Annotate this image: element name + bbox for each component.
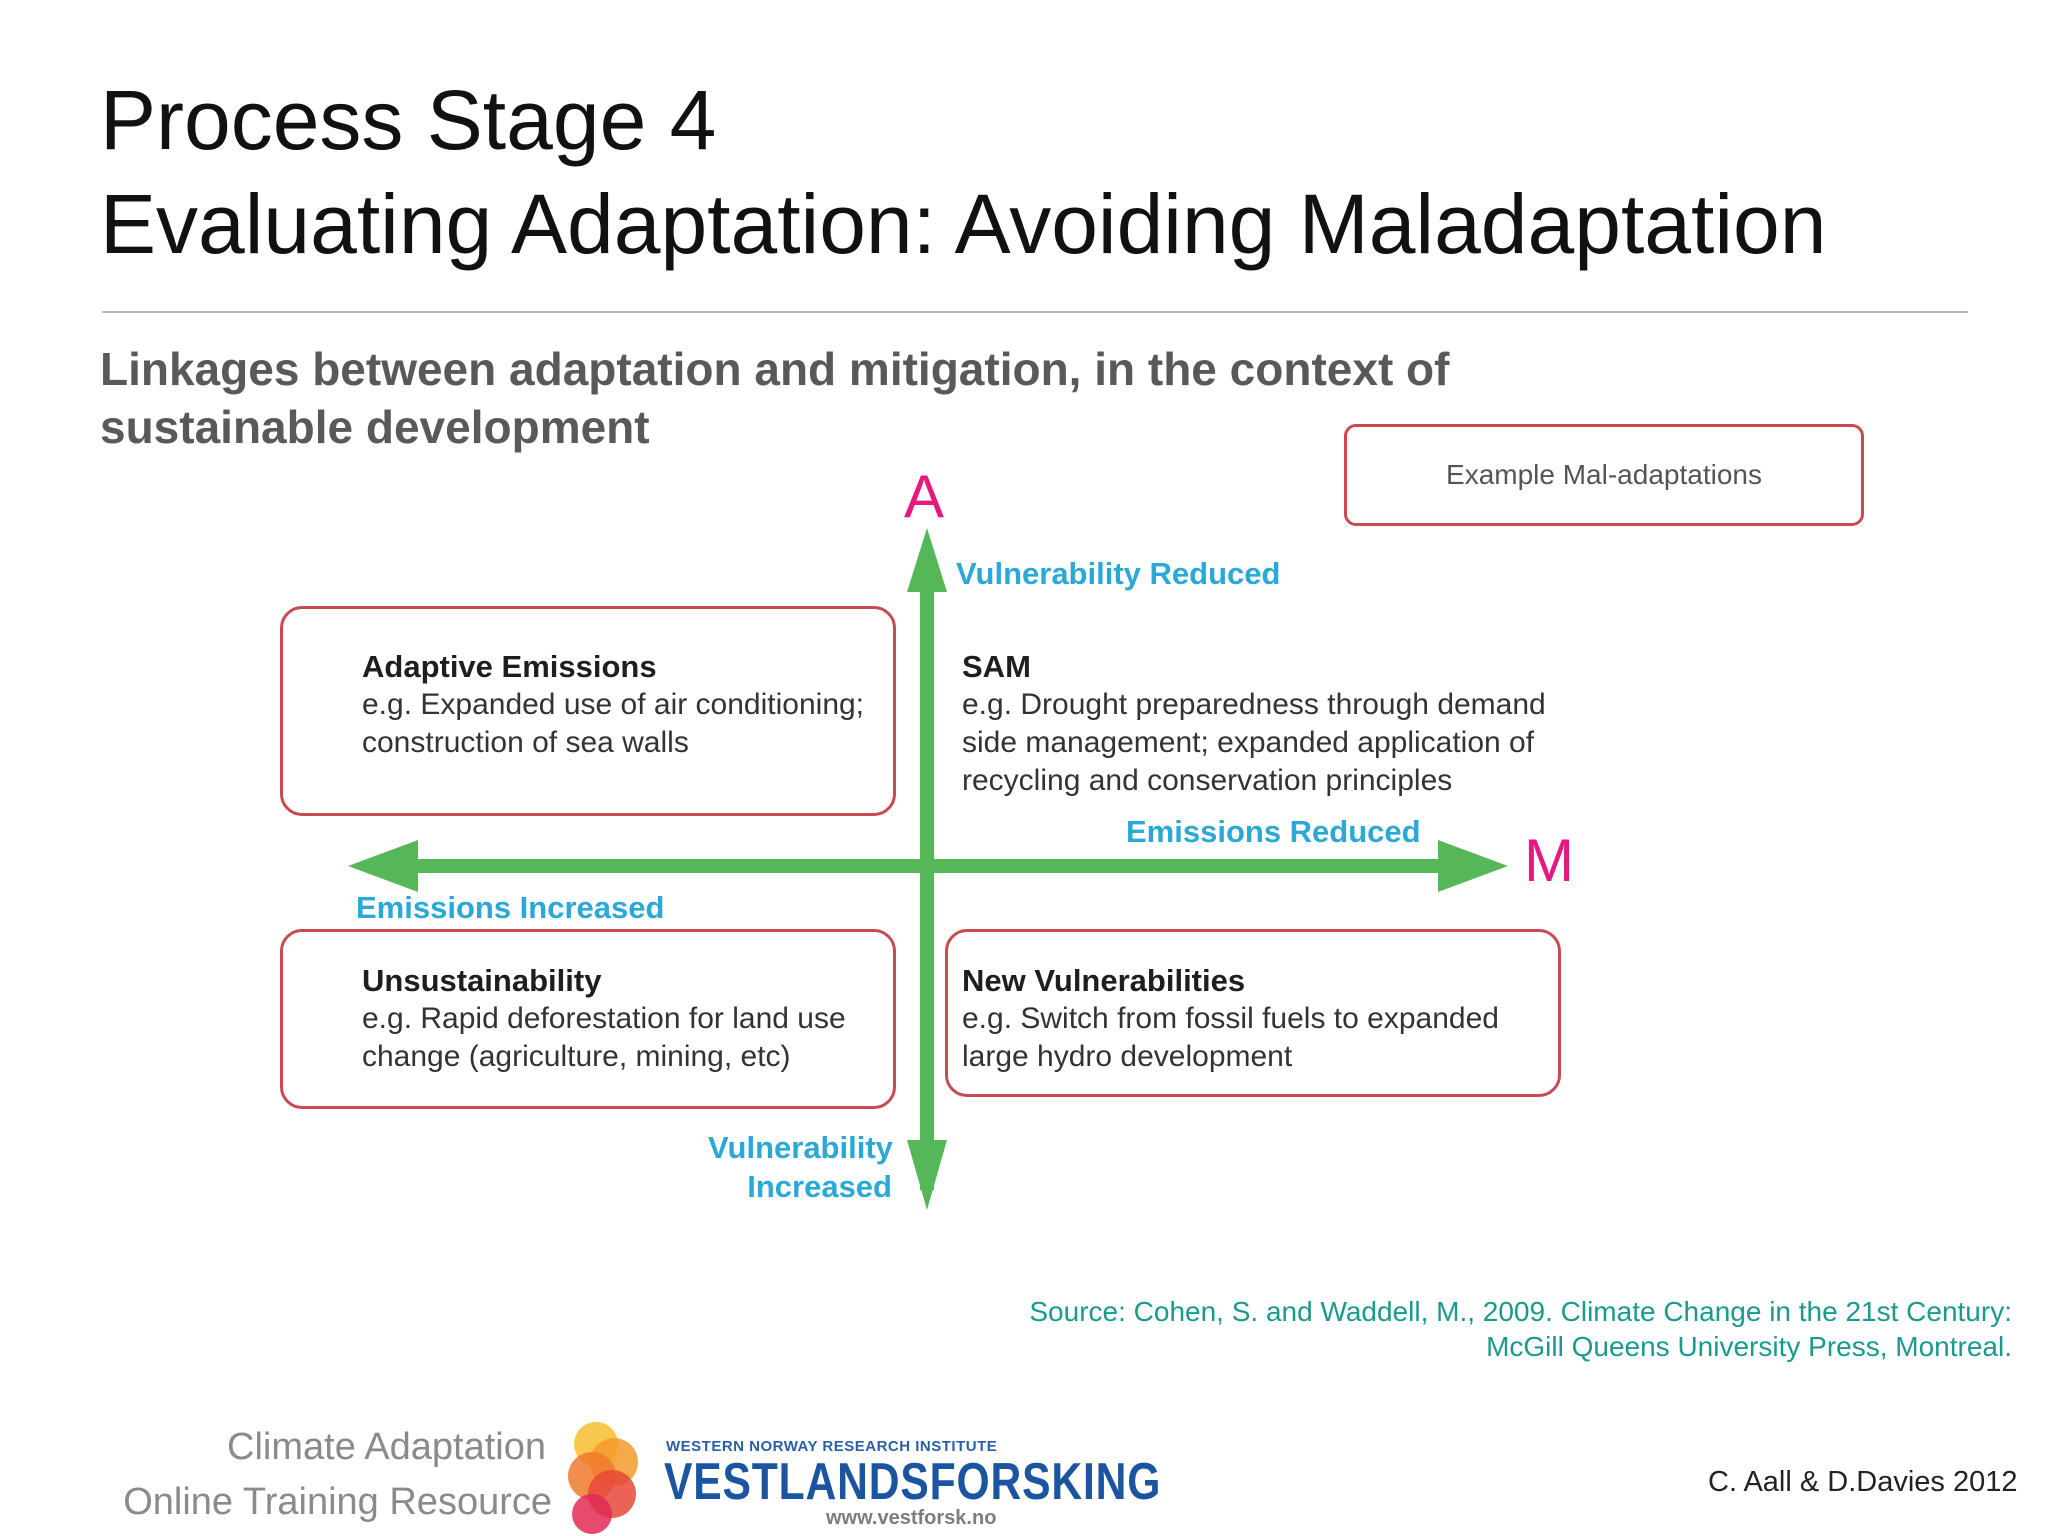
source-line-1: Source: Cohen, S. and Waddell, M., 2009.… [1029,1296,2012,1327]
quadrant-line: change (agriculture, mining, etc) [362,1040,791,1073]
quadrant-line: e.g. Rapid deforestation for land use [362,1002,846,1035]
quadrant-heading: Adaptive Emissions [362,649,657,684]
subtitle-line-2: sustainable development [100,401,650,453]
vestlandsforsking-url: www.vestforsk.no [826,1507,997,1529]
flower-logo-icon [568,1422,638,1534]
org-name-line-2: Online Training Resource [123,1481,552,1523]
label-vulnerability-increased-2: Increased [747,1169,892,1204]
axis-letter-a: A [904,463,945,530]
title-divider [102,311,1968,313]
quadrant-bottom-left-text: Unsustainability e.g. Rapid deforestatio… [362,962,846,1076]
quadrant-box-unsustainability [280,929,896,1109]
quadrant-line: e.g. Drought preparedness through demand [962,688,1546,721]
source-line-2: McGill Queens University Press, Montreal… [1486,1331,2012,1362]
quadrant-top-right-text: SAM e.g. Drought preparedness through de… [962,648,1546,800]
label-emissions-reduced: Emissions Reduced [1126,814,1421,849]
arrowhead-left [348,840,418,892]
author-credit: C. Aall & D.Davies 2012 [1708,1466,2018,1498]
quadrant-line: large hydro development [962,1040,1293,1073]
quadrant-heading: New Vulnerabilities [962,963,1246,998]
subtitle-line-1: Linkages between adaptation and mitigati… [100,343,1450,395]
arrowhead-up [907,528,947,592]
quadrant-heading: Unsustainability [362,963,602,998]
example-maladaptations-box: Example Mal-adaptations [1344,424,1864,526]
label-vulnerability-reduced: Vulnerability Reduced [956,556,1281,591]
page-title-line-1: Process Stage 4 [100,73,717,167]
quadrant-top-left-text: Adaptive Emissions e.g. Expanded use of … [362,648,864,762]
source-citation: Source: Cohen, S. and Waddell, M., 2009.… [1029,1294,2012,1364]
org-name-line-1: Climate Adaptation [227,1426,546,1468]
axis-letter-m: M [1524,827,1574,894]
arrowhead-right [1438,840,1508,892]
vertical-axis-shaft [920,590,934,1190]
quadrant-line: construction of sea walls [362,726,689,759]
vestlandsforsking-tagline: WESTERN NORWAY RESEARCH INSTITUTE [666,1438,998,1455]
quadrant-line: recycling and conservation principles [962,764,1453,797]
horizontal-axis-shaft [410,859,1460,873]
label-vulnerability-increased-1: Vulnerability [708,1130,893,1165]
quadrant-heading: SAM [962,649,1031,684]
quadrant-bottom-right-text: New Vulnerabilities e.g. Switch from fos… [962,962,1499,1076]
quadrant-box-new-vulnerabilities [945,929,1561,1097]
quadrant-box-adaptive-emissions [280,606,896,816]
quadrant-line: e.g. Expanded use of air conditioning; [362,688,865,721]
quadrant-line: side management; expanded application of [962,726,1535,759]
quadrant-line: e.g. Switch from fossil fuels to expande… [962,1002,1499,1035]
arrowhead-down [907,1140,947,1210]
label-emissions-increased: Emissions Increased [356,890,665,925]
page-title-line-2: Evaluating Adaptation: Avoiding Maladapt… [100,177,1827,271]
vestlandsforsking-logo: VESTLANDSFORSKING [664,1453,1162,1511]
